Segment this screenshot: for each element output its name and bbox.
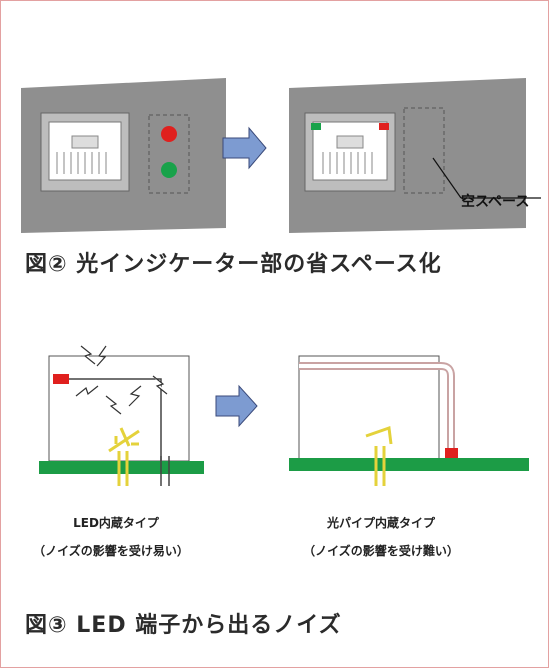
led-area-left [148, 114, 190, 194]
contact-spring-left [114, 427, 139, 447]
noise-icon [75, 345, 168, 415]
rj45-pins-left [56, 152, 107, 174]
rj45-opening-right [312, 121, 388, 181]
empty-space-leader [432, 157, 462, 199]
light-pipe-module-body [298, 355, 440, 462]
contact-spring-right [365, 425, 393, 445]
arrow-right-icon [222, 126, 267, 170]
empty-space-label: 空スペース [461, 194, 530, 210]
pins-left [117, 451, 129, 486]
led-red-small-icon [379, 123, 389, 130]
figure-2-illustration [21, 78, 541, 233]
rj45-tab-left [71, 135, 99, 149]
figure-3-caption: 図③ LED 端子から出るノイズ [25, 613, 342, 638]
led-red-icon [161, 126, 177, 142]
pins-right [374, 446, 386, 486]
pipe-led-icon [445, 448, 458, 458]
figure-3-illustration [39, 345, 529, 486]
pcb-right [289, 458, 529, 471]
built-in-led-icon [53, 374, 69, 384]
figure-2-caption: 図② 光インジケーター部の省スペース化 [25, 252, 442, 277]
pcb-left [39, 461, 204, 474]
led-green-icon [161, 162, 177, 178]
led-builtin-note: （ノイズの影響を受け易い） [33, 544, 189, 558]
led-lead-wire [69, 378, 162, 471]
light-pipe-type-label: 光パイプ内蔵タイプ [326, 516, 435, 530]
led-green-small-icon [311, 123, 321, 130]
led-builtin-type-label: LED内蔵タイプ [73, 516, 159, 530]
rj45-tab-right [336, 135, 364, 149]
light-pipe-note: （ノイズの影響を受け難い） [303, 544, 459, 558]
rj45-pins-right [322, 152, 373, 174]
arrow-right-icon-2 [215, 384, 258, 428]
